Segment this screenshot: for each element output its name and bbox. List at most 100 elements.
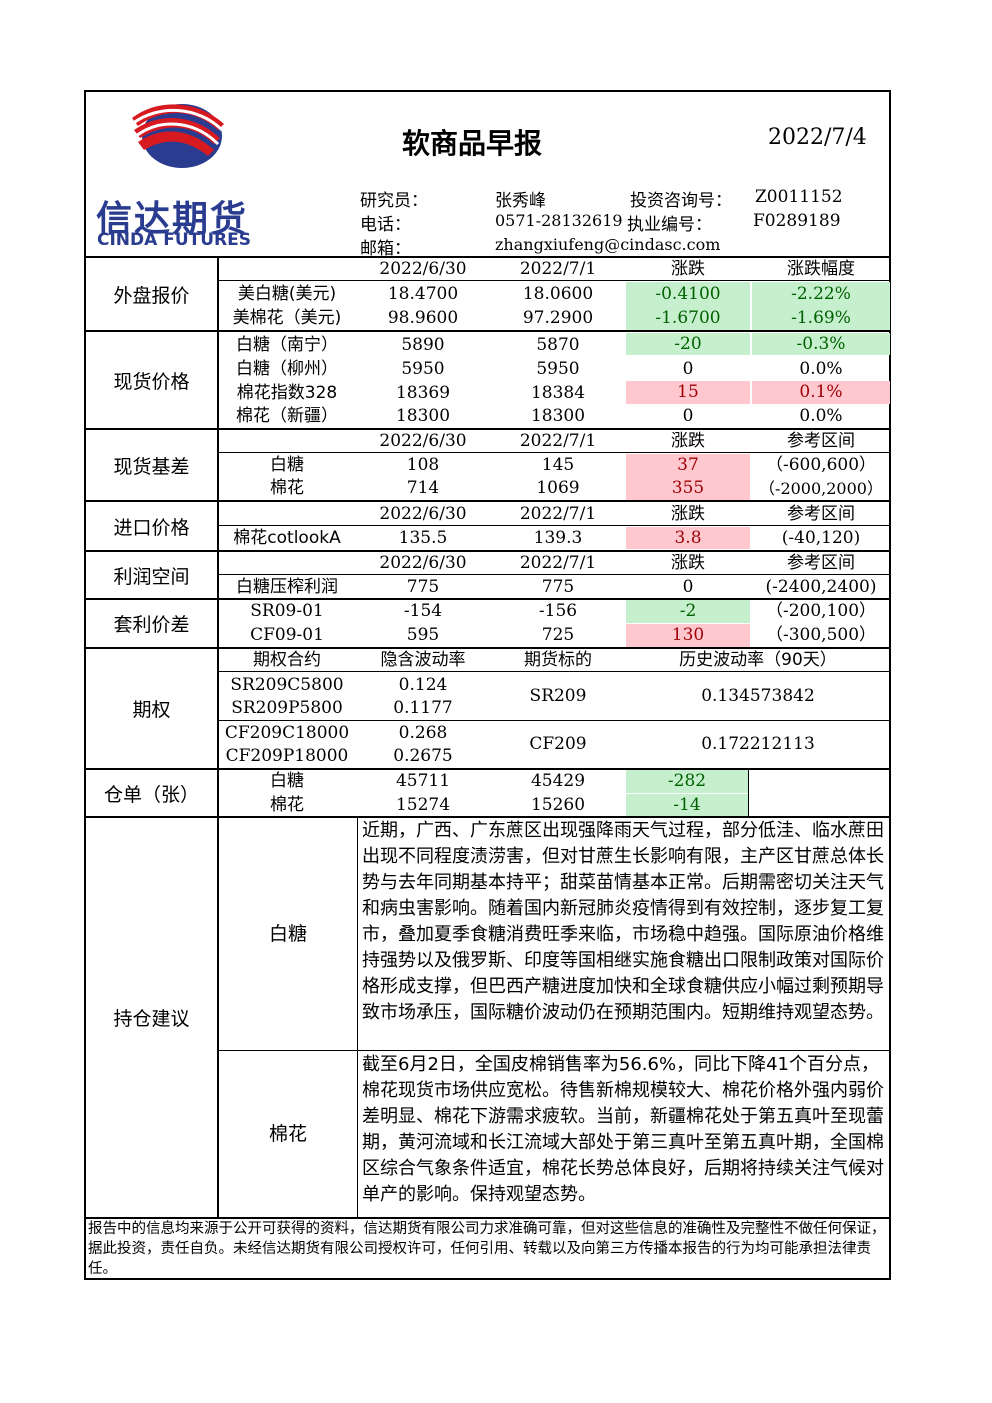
spot-row-value2: 5950 xyxy=(536,358,580,379)
advice-cotton-label: 棉花 xyxy=(268,1123,307,1145)
warehouse-row-value2: 45429 xyxy=(530,771,586,791)
options-underlying: CF209 xyxy=(529,734,587,754)
advice-sugar-text: 近期，广西、广东蔗区出现强降雨天气过程，部分低洼、临水蔗田出现不同程度渍涝害，但… xyxy=(362,820,884,1023)
basis-row-value2: 1069 xyxy=(536,478,580,498)
section-spot-label: 现货价格 xyxy=(113,370,190,393)
basis-row-name: 白糖 xyxy=(270,455,304,475)
profit-row-change: 0 xyxy=(682,576,694,597)
spot-row-value2: 18384 xyxy=(530,382,586,403)
options-header-hv: 历史波动率（90天） xyxy=(679,649,837,670)
basis-header-range: 参考区间 xyxy=(787,430,855,451)
foreign-row-name: 美白糖(美元) xyxy=(237,283,337,304)
import-row-name: 棉花cotlookA xyxy=(233,528,341,548)
foreign-header-date2: 2022/7/1 xyxy=(519,258,597,279)
profit-header-date2: 2022/7/1 xyxy=(519,552,597,573)
spread-row-value2: 725 xyxy=(541,625,575,645)
foreign-row-value1: 18.4700 xyxy=(387,283,459,304)
spot-row-name: 棉花指数328 xyxy=(236,382,338,403)
spread-row-range: （-300,500） xyxy=(765,625,877,645)
license-no: F0289189 xyxy=(753,211,841,231)
warehouse-row-name: 白糖 xyxy=(270,771,304,791)
foreign-row-value2: 18.0600 xyxy=(522,283,594,304)
logo-text-cn: 信达期货 xyxy=(96,199,249,240)
basis-header-date1: 2022/6/30 xyxy=(379,430,467,451)
profit-row-name: 白糖压榨利润 xyxy=(236,576,338,597)
profit-header-change: 涨跌 xyxy=(671,552,705,573)
report-date: 2022/7/4 xyxy=(768,125,867,150)
import-row-value2: 139.3 xyxy=(533,528,583,548)
import-header-date1: 2022/6/30 xyxy=(379,503,467,524)
warehouse-row-value1: 15274 xyxy=(395,794,451,815)
spread-row-value2: -156 xyxy=(538,601,578,621)
options-hv: 0.172212113 xyxy=(701,734,815,754)
basis-header-change: 涨跌 xyxy=(671,430,705,451)
options-hv: 0.134573842 xyxy=(701,686,815,706)
spot-row-pct: -0.3% xyxy=(752,333,890,355)
options-header-underlying: 期货标的 xyxy=(524,649,592,670)
disclaimer: 报告中的信息均来源于公开可获得的资料，信达期货有限公司力求准确可靠，但对这些信息… xyxy=(88,1221,886,1277)
foreign-header-pct: 涨跌幅度 xyxy=(787,258,855,279)
spread-row-change: 130 xyxy=(626,624,750,647)
foreign-row-name: 美棉花（美元) xyxy=(232,307,342,328)
phone-number: 0571-28132619 xyxy=(495,211,623,230)
spot-row-value2: 18300 xyxy=(530,406,586,426)
advice-cotton-text: 截至6月2日，全国皮棉销售率为56.6%，同比下降41个百分点，棉花现货市场供应… xyxy=(362,1054,884,1205)
page-title: 软商品早报 xyxy=(402,127,543,160)
spread-row-value1: 595 xyxy=(406,625,440,645)
spot-row-change: 0 xyxy=(682,406,694,426)
import-header-date2: 2022/7/1 xyxy=(519,503,597,524)
profit-row-value2: 775 xyxy=(541,576,575,597)
cinda-logo-icon xyxy=(131,104,224,168)
profit-header-date1: 2022/6/30 xyxy=(379,552,467,573)
foreign-row-value1: 98.9600 xyxy=(387,307,459,328)
options-row-iv: 0.2675 xyxy=(393,746,453,766)
section-basis-label: 现货基差 xyxy=(113,455,190,478)
warehouse-row-change: -282 xyxy=(626,770,748,793)
spot-row-name: 棉花（新疆） xyxy=(236,406,338,426)
spread-row-range: （-200,100） xyxy=(765,601,877,621)
spot-row-change: -20 xyxy=(626,333,750,355)
spot-row-pct: 0.0% xyxy=(799,358,843,379)
basis-row-range: （-600,600） xyxy=(765,455,877,475)
section-profit-label: 利润空间 xyxy=(113,565,190,588)
options-row-contract: SR209P5800 xyxy=(231,698,343,718)
consult-label: 投资咨询号： xyxy=(630,191,732,211)
spot-row-value1: 5890 xyxy=(401,334,445,355)
basis-row-value1: 714 xyxy=(406,478,440,498)
foreign-row-pct: -2.22% xyxy=(752,282,890,306)
import-row-change: 3.8 xyxy=(626,527,750,549)
foreign-row-value2: 97.2900 xyxy=(522,307,594,328)
options-underlying: SR209 xyxy=(529,686,587,706)
spot-row-value1: 18300 xyxy=(395,406,451,426)
options-row-contract: SR209C5800 xyxy=(230,674,344,695)
spot-row-name: 白糖（南宁） xyxy=(236,334,338,355)
foreign-row-change: -1.6700 xyxy=(626,306,750,330)
basis-row-value1: 108 xyxy=(406,455,440,475)
email-label: 邮箱： xyxy=(360,239,411,259)
advice-sugar-label: 白糖 xyxy=(268,922,307,945)
report-frame xyxy=(84,90,891,1280)
spot-row-value1: 18369 xyxy=(395,382,451,403)
options-row-iv: 0.268 xyxy=(398,722,448,743)
section-advice-label: 持仓建议 xyxy=(113,1008,190,1030)
options-row-iv: 0.1177 xyxy=(393,698,453,718)
options-header-iv: 隐含波动率 xyxy=(380,649,466,670)
foreign-row-change: -0.4100 xyxy=(626,282,750,306)
warehouse-row-name: 棉花 xyxy=(270,794,304,815)
section-import-label: 进口价格 xyxy=(113,516,190,539)
spot-row-value1: 5950 xyxy=(401,358,445,379)
email-address: zhangxiufeng@cindasc.com xyxy=(495,235,721,254)
logo-text-en: CINDA FUTURES xyxy=(97,230,251,250)
warehouse-row-value2: 15260 xyxy=(530,794,586,815)
foreign-header-change: 涨跌 xyxy=(671,258,705,279)
basis-row-name: 棉花 xyxy=(270,478,304,498)
spot-row-pct: 0.1% xyxy=(752,381,890,404)
basis-row-change: 37 xyxy=(626,454,750,477)
profit-row-value1: 775 xyxy=(406,576,440,597)
spot-row-pct: 0.0% xyxy=(799,406,843,426)
section-options-label: 期权 xyxy=(132,699,171,721)
spread-row-name: SR09-01 xyxy=(250,601,324,621)
spread-row-name: CF09-01 xyxy=(250,625,324,645)
basis-row-value2: 145 xyxy=(541,455,575,475)
phone-label: 电话： xyxy=(360,215,411,235)
